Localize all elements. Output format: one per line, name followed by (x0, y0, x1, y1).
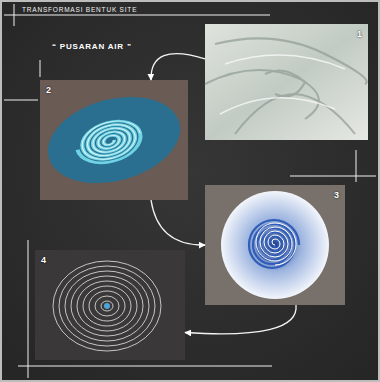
illustration-part (249, 220, 299, 268)
image-panel: 2 (40, 80, 188, 200)
illustration-part (221, 191, 329, 299)
illustration-part (38, 83, 190, 197)
panel-number: 4 (41, 255, 46, 265)
illustration-part (89, 291, 125, 321)
image-panel: 1 (205, 24, 368, 140)
illustration-part (225, 55, 345, 69)
illustration-part (35, 250, 185, 360)
illustration-part (4, 15, 270, 16)
illustration-part (40, 60, 41, 77)
illustration-part (235, 94, 355, 134)
illustration-part (83, 286, 131, 326)
panel-number: 2 (46, 85, 51, 95)
illustration-part (71, 276, 143, 336)
illustration-part (215, 38, 367, 84)
illustration-part (205, 38, 367, 134)
image-panel: 3 (205, 185, 345, 305)
illustration-part (220, 55, 345, 114)
illustration-part (77, 281, 137, 331)
illustration-part (104, 303, 110, 309)
illustration-part (220, 98, 335, 114)
poster-title: TRANSFORMASI BENTUK SITE (22, 6, 137, 13)
illustration-part (95, 296, 119, 316)
illustration-part (38, 80, 190, 200)
flow-arrow (185, 305, 296, 334)
illustration-part (18, 366, 272, 367)
illustration-part (205, 24, 368, 140)
illustration-part (53, 261, 161, 351)
illustration-part (265, 70, 305, 96)
illustration-part (205, 185, 345, 305)
illustration-part (35, 250, 185, 360)
illustration-part (53, 261, 161, 351)
illustration-part (205, 24, 368, 140)
illustration-part (290, 176, 376, 177)
illustration-part (59, 266, 155, 346)
illustration-part (101, 301, 113, 311)
illustration-part (78, 115, 145, 165)
flow-arrow (151, 200, 205, 245)
illustration-part (4, 100, 38, 101)
image-panel: 4 (35, 250, 185, 360)
illustration-part (28, 240, 29, 378)
illustration-part (356, 150, 357, 182)
illustration-part (65, 271, 149, 341)
illustration-part (205, 185, 345, 305)
heading-label: “ PUSARAN AIR ” (52, 42, 132, 51)
flow-arrow (151, 54, 205, 80)
illustration-part (256, 223, 296, 265)
panel-number: 3 (334, 190, 339, 200)
illustration-part (4, 4, 376, 378)
panel-number: 1 (357, 29, 362, 39)
illustration-part (14, 4, 15, 26)
illustration-part (73, 115, 146, 170)
illustration-part (38, 83, 190, 197)
